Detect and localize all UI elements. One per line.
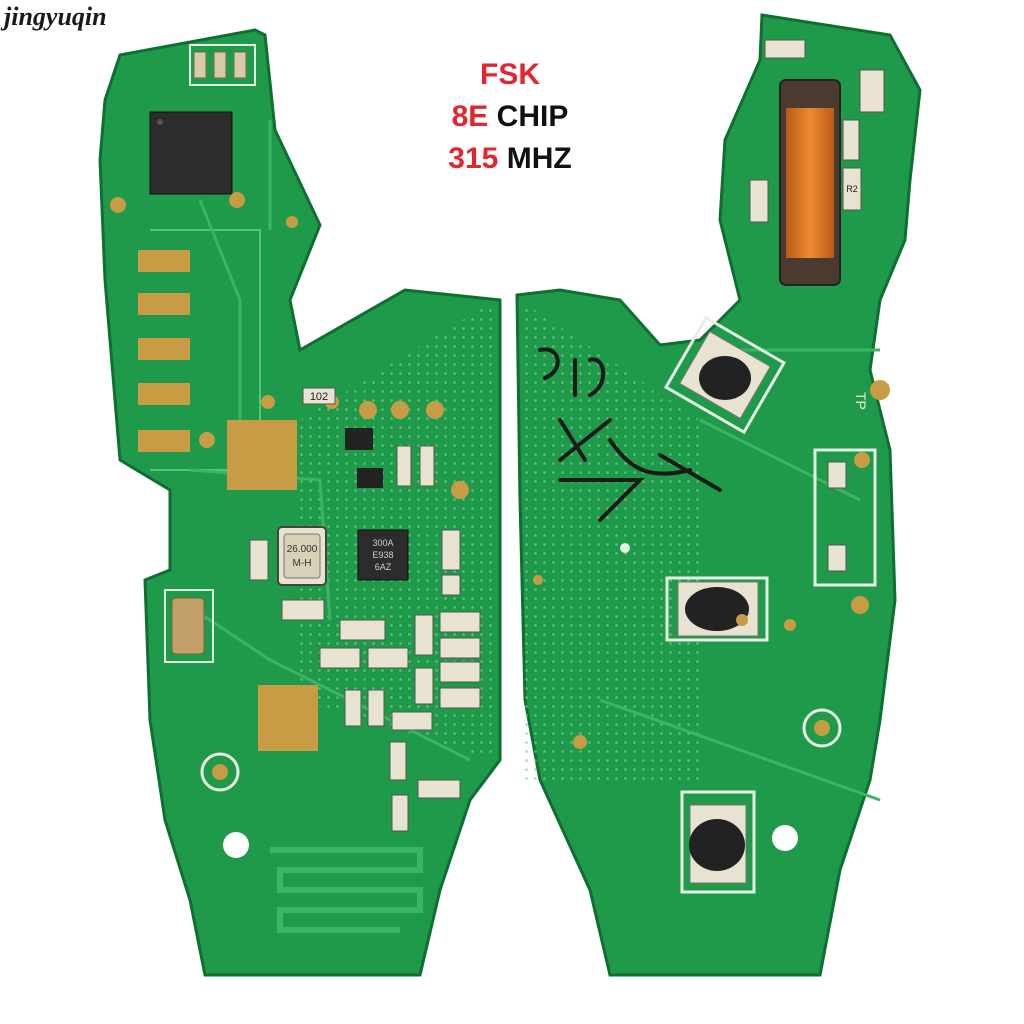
- right-board: R2 TP: [515, 13, 922, 977]
- watermark-text: jingyuqin: [4, 2, 107, 31]
- rf-chip-label-1: 300A: [372, 538, 393, 548]
- tactile-switch-top[interactable]: [663, 315, 787, 435]
- microcontroller-chip: [149, 111, 233, 195]
- left-board: 102 26.000 M-H 300A E938 6AZ: [98, 28, 502, 977]
- spec-frequency-value: 315: [448, 142, 499, 175]
- tactile-switch-bottom[interactable]: [680, 790, 756, 894]
- tactile-switch-middle[interactable]: [665, 576, 769, 642]
- rf-chip-label-2: E938: [372, 550, 393, 560]
- transponder-coil: [779, 79, 841, 286]
- spec-frequency-unit: MHZ: [506, 142, 572, 175]
- contact-pads: [138, 250, 190, 452]
- handwritten-marking: [538, 347, 722, 522]
- crystal-maker-label: M-H: [293, 558, 312, 569]
- rf-transmitter-chip: 300A E938 6AZ: [357, 529, 409, 581]
- spec-chip-label: CHIP: [496, 100, 569, 133]
- mounting-hole-right: [772, 825, 798, 851]
- spec-line-2: 8E CHIP: [420, 98, 600, 136]
- tp-label: TP: [853, 392, 869, 410]
- mounting-hole: [223, 832, 249, 858]
- spec-line-3: 315 MHZ: [420, 140, 600, 178]
- pcb-antenna-trace: [270, 847, 423, 933]
- spec-line-1: FSK: [420, 56, 600, 94]
- ground-pad: [258, 685, 318, 751]
- r2-label: R2: [846, 184, 858, 194]
- rf-shield-pad: [227, 420, 297, 490]
- resistor-102-label: 102: [310, 391, 328, 403]
- crystal-frequency-label: 26.000: [287, 544, 318, 555]
- spec-frequency-modulation: FSK: [480, 58, 540, 91]
- crystal-oscillator: 26.000 M-H: [277, 526, 327, 586]
- spec-chip-type: 8E: [451, 100, 489, 133]
- rf-chip-label-3: 6AZ: [375, 562, 392, 572]
